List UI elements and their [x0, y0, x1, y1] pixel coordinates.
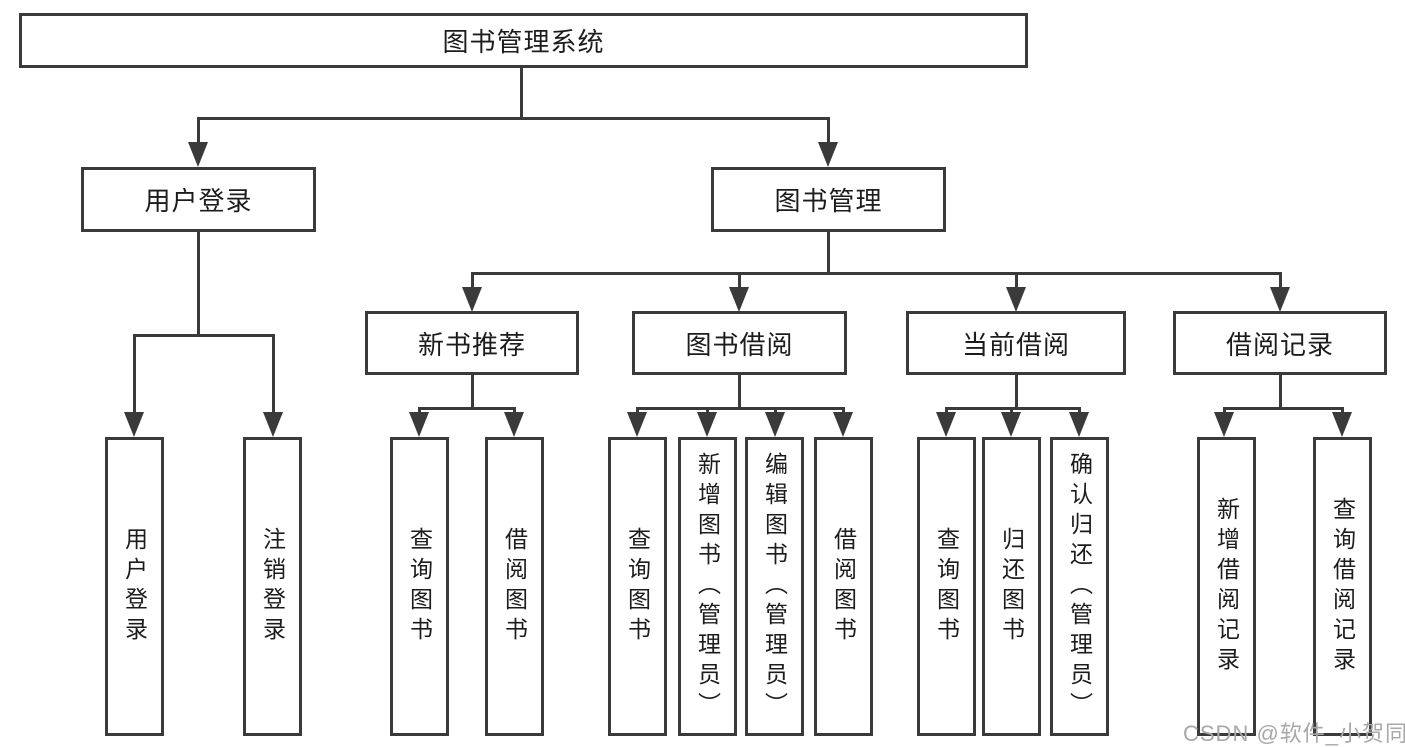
leaf-edit-books-admin: 编辑图书（管理员）	[745, 437, 804, 736]
leaf-logout-login: 注销登录	[243, 437, 302, 736]
connector-line	[197, 232, 200, 336]
leaf-return-books-label: 归还图书	[998, 526, 1025, 647]
node-new-book-recommend: 新书推荐	[365, 311, 579, 375]
leaf-add-borrow-record-label: 新增借阅记录	[1213, 496, 1240, 677]
connector-arrow	[462, 272, 482, 312]
connector-arrow	[1214, 407, 1234, 437]
node-library-system-label: 图书管理系统	[442, 27, 605, 57]
leaf-query-books-borrowing-label: 查询图书	[624, 526, 651, 647]
connector-arrow	[1001, 407, 1021, 437]
leaf-query-books-borrowing: 查询图书	[608, 437, 667, 736]
connector-line	[471, 272, 1281, 275]
node-library-system: 图书管理系统	[19, 13, 1028, 68]
node-borrowing-records-label: 借阅记录	[1225, 329, 1334, 360]
leaf-query-books-recommend-label: 查询图书	[406, 526, 433, 647]
connector-line	[520, 67, 523, 119]
leaf-add-books-admin: 新增图书（管理员）	[678, 437, 737, 736]
leaf-borrow-books-recommend: 借阅图书	[485, 437, 544, 736]
connector-line	[1223, 407, 1344, 410]
connector-line	[636, 407, 845, 410]
connector-arrow	[818, 117, 838, 167]
leaf-confirm-return-admin-label: 确认归还（管理员）	[1066, 451, 1093, 722]
node-borrowing-records: 借阅记录	[1173, 311, 1387, 375]
node-user-login-label: 用户登录	[144, 186, 253, 216]
leaf-borrow-books-borrowing-label: 借阅图书	[830, 526, 857, 647]
node-new-book-recommend-label: 新书推荐	[417, 329, 526, 360]
csdn-watermark: CSDN @软件_小贺同学	[1183, 721, 1405, 746]
leaf-add-borrow-record: 新增借阅记录	[1197, 437, 1256, 736]
connector-line	[418, 407, 516, 410]
connector-line	[471, 375, 474, 409]
connector-arrow	[124, 334, 144, 437]
connector-line	[945, 407, 1081, 410]
leaf-query-books-recommend: 查询图书	[390, 437, 449, 736]
leaf-confirm-return-admin: 确认归还（管理员）	[1050, 437, 1109, 736]
connector-arrow	[504, 407, 524, 437]
connector-arrow	[1006, 272, 1026, 312]
node-user-login: 用户登录	[81, 167, 316, 232]
leaf-query-borrow-record: 查询借阅记录	[1313, 437, 1372, 736]
leaf-borrow-books-borrowing: 借阅图书	[814, 437, 873, 736]
connector-arrow	[833, 407, 853, 437]
connector-line	[738, 375, 741, 409]
leaf-edit-books-admin-label: 编辑图书（管理员）	[761, 451, 788, 722]
connector-line	[827, 232, 830, 274]
connector-line	[1279, 375, 1282, 409]
node-current-borrowing: 当前借阅	[906, 311, 1126, 375]
connector-arrow	[1069, 407, 1089, 437]
connector-arrow	[765, 407, 785, 437]
connector-line	[133, 334, 275, 337]
connector-arrow	[188, 117, 208, 167]
leaf-user-login-label: 用户登录	[121, 526, 148, 647]
leaf-return-books: 归还图书	[982, 437, 1041, 736]
connector-arrow	[1270, 272, 1290, 312]
connector-arrow	[627, 407, 647, 437]
connector-line	[1015, 375, 1018, 409]
leaf-query-books-current-label: 查询图书	[933, 526, 960, 647]
connector-arrow	[263, 334, 283, 437]
connector-line	[197, 117, 830, 120]
connector-arrow	[409, 407, 429, 437]
node-book-management-label: 图书管理	[774, 186, 883, 216]
node-current-borrowing-label: 当前借阅	[961, 329, 1070, 360]
connector-arrow	[697, 407, 717, 437]
leaf-borrow-books-recommend-label: 借阅图书	[501, 526, 528, 647]
leaf-query-books-current: 查询图书	[917, 437, 976, 736]
connector-arrow	[729, 272, 749, 312]
node-book-management: 图书管理	[711, 167, 946, 232]
node-book-borrowing-label: 图书借阅	[685, 329, 794, 360]
connector-arrow	[1332, 407, 1352, 437]
leaf-query-borrow-record-label: 查询借阅记录	[1329, 496, 1356, 677]
leaf-user-login: 用户登录	[105, 437, 164, 736]
leaf-logout-login-label: 注销登录	[259, 526, 286, 647]
node-book-borrowing: 图书借阅	[632, 311, 847, 375]
leaf-add-books-admin-label: 新增图书（管理员）	[694, 451, 721, 722]
connector-arrow	[936, 407, 956, 437]
